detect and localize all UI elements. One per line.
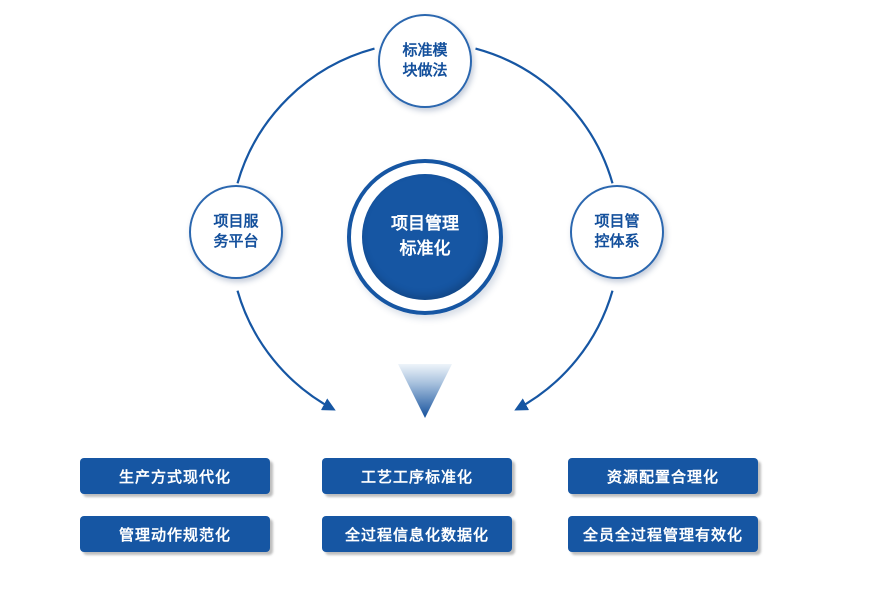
result-box-management-action: 管理动作规范化	[80, 516, 270, 552]
arc-top-left-icon	[236, 47, 375, 184]
gradient-down-arrow-icon	[398, 364, 452, 418]
result-box-resource-allocation: 资源配置合理化	[568, 458, 758, 494]
result-box-process-standardization: 工艺工序标准化	[322, 458, 512, 494]
result-box-informatization: 全过程信息化数据化	[322, 516, 512, 552]
center-node-project-management-standardization: 项目管理 标准化	[362, 174, 488, 300]
node-label-line: 标准模	[402, 41, 448, 59]
node-label-line: 项目服	[213, 212, 259, 230]
node-standard-module: 标准模 块做法	[378, 14, 472, 108]
node-label-line: 务平台	[213, 233, 259, 250]
center-ring	[347, 159, 503, 315]
node-project-service-platform: 项目服 务平台	[189, 185, 283, 279]
arc-left-bottom-arrow-icon	[236, 290, 336, 411]
center-label-line: 项目管理	[391, 214, 459, 234]
node-label-line: 项目管	[594, 212, 640, 230]
node-label-line: 控体系	[594, 233, 640, 250]
arc-top-right-icon	[475, 47, 614, 184]
node-label-line: 块做法	[402, 62, 448, 79]
result-box-production-modernization: 生产方式现代化	[80, 458, 270, 494]
node-project-control-system: 项目管 控体系	[570, 185, 664, 279]
result-box-whole-process-management: 全员全过程管理有效化	[568, 516, 758, 552]
arc-right-bottom-arrow-icon	[514, 290, 614, 411]
center-label-line: 标准化	[399, 239, 451, 258]
